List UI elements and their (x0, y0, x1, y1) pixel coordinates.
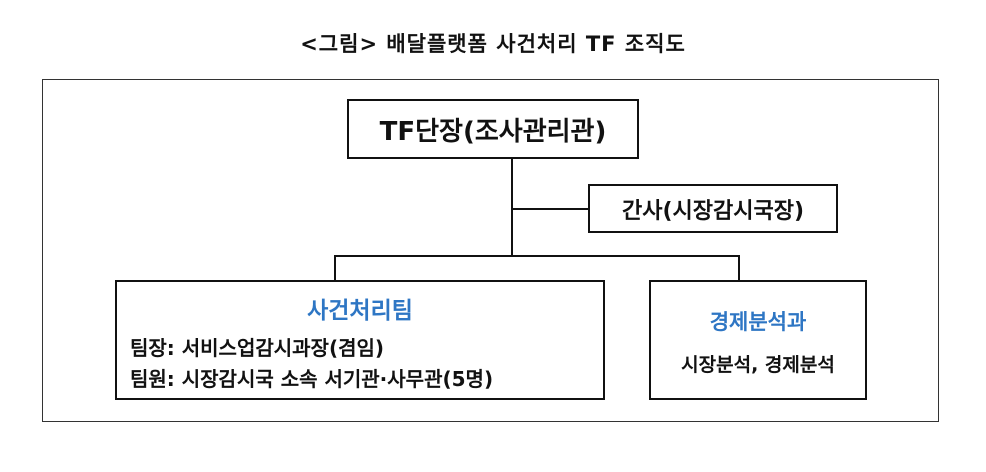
connector-head-down (511, 159, 513, 256)
tf-head-box: TF단장(조사관리관) (347, 99, 639, 159)
econ-analysis-box: 경제분석과 시장분석, 경제분석 (649, 280, 867, 400)
org-chart-frame (42, 79, 939, 422)
tf-head-label: TF단장(조사관리관) (379, 116, 607, 147)
case-team-box: 사건처리팀 팀장: 서비스업감시과장(겸임) 팀원: 시장감시국 소속 서기관·… (115, 280, 605, 400)
case-team-title: 사건처리팀 (307, 298, 413, 324)
case-team-members: 팀원: 시장감시국 소속 서기관·사무관(5명) (130, 367, 494, 391)
connector-horizontal (334, 255, 740, 257)
econ-analysis-desc: 시장분석, 경제분석 (681, 354, 835, 376)
case-team-leader: 팀장: 서비스업감시과장(겸임) (130, 336, 385, 360)
secretary-box: 간사(시장감시국장) (588, 184, 838, 233)
econ-analysis-title: 경제분석과 (709, 310, 807, 334)
page-title: <그림> 배달플랫폼 사건처리 TF 조직도 (300, 32, 686, 56)
connector-secretary (511, 208, 588, 210)
connector-econ-down (738, 255, 740, 280)
connector-team-down (334, 255, 336, 280)
secretary-label: 간사(시장감시국장) (621, 198, 805, 224)
